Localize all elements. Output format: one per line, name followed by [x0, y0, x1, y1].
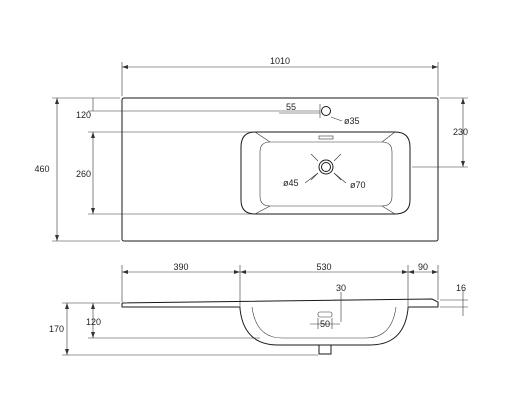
dim-bowl-width: 530 [316, 262, 331, 272]
dim-overall-depth: 460 [34, 164, 49, 174]
tap-hole [321, 106, 331, 116]
dim-right-ledge: 90 [418, 262, 428, 272]
dim-drain-outer-diameter: ø70 [350, 180, 366, 190]
countertop-slab [121, 298, 439, 346]
corner-line [254, 131, 271, 143]
drain-pipe [318, 344, 332, 355]
basin-outer [240, 131, 411, 215]
dim-tap-diameter: ø35 [344, 116, 360, 126]
bowl-inner [251, 306, 397, 339]
front-view: 390 530 90 16 30 50 170 120 [49, 262, 468, 356]
dim-tap-offset: 55 [286, 102, 296, 112]
countertop-outline [121, 97, 439, 242]
dim-overflow-offset: 30 [336, 283, 346, 293]
corner-line [381, 205, 396, 215]
corner-line [381, 131, 396, 143]
dim-left-ledge: 390 [173, 262, 188, 272]
top-view: 1010 460 120 260 55 ø35 230 ø4 [34, 56, 468, 242]
dim-drain-diameter: ø45 [283, 178, 299, 188]
dim-top-thickness: 16 [456, 283, 466, 293]
dim-basin-to-back: 230 [453, 127, 468, 137]
dim-bowl-depth: 120 [86, 317, 101, 327]
drain [304, 153, 347, 184]
dim-overflow-width: 50 [320, 319, 330, 329]
dim-total-height: 170 [49, 324, 64, 334]
dim-overall-width: 1010 [270, 56, 290, 66]
overflow-slot [318, 135, 334, 140]
overflow-opening [317, 311, 333, 318]
corner-line [254, 205, 271, 215]
dim-tap-from-back: 120 [76, 110, 91, 120]
dim-basin-depth: 260 [76, 169, 91, 179]
